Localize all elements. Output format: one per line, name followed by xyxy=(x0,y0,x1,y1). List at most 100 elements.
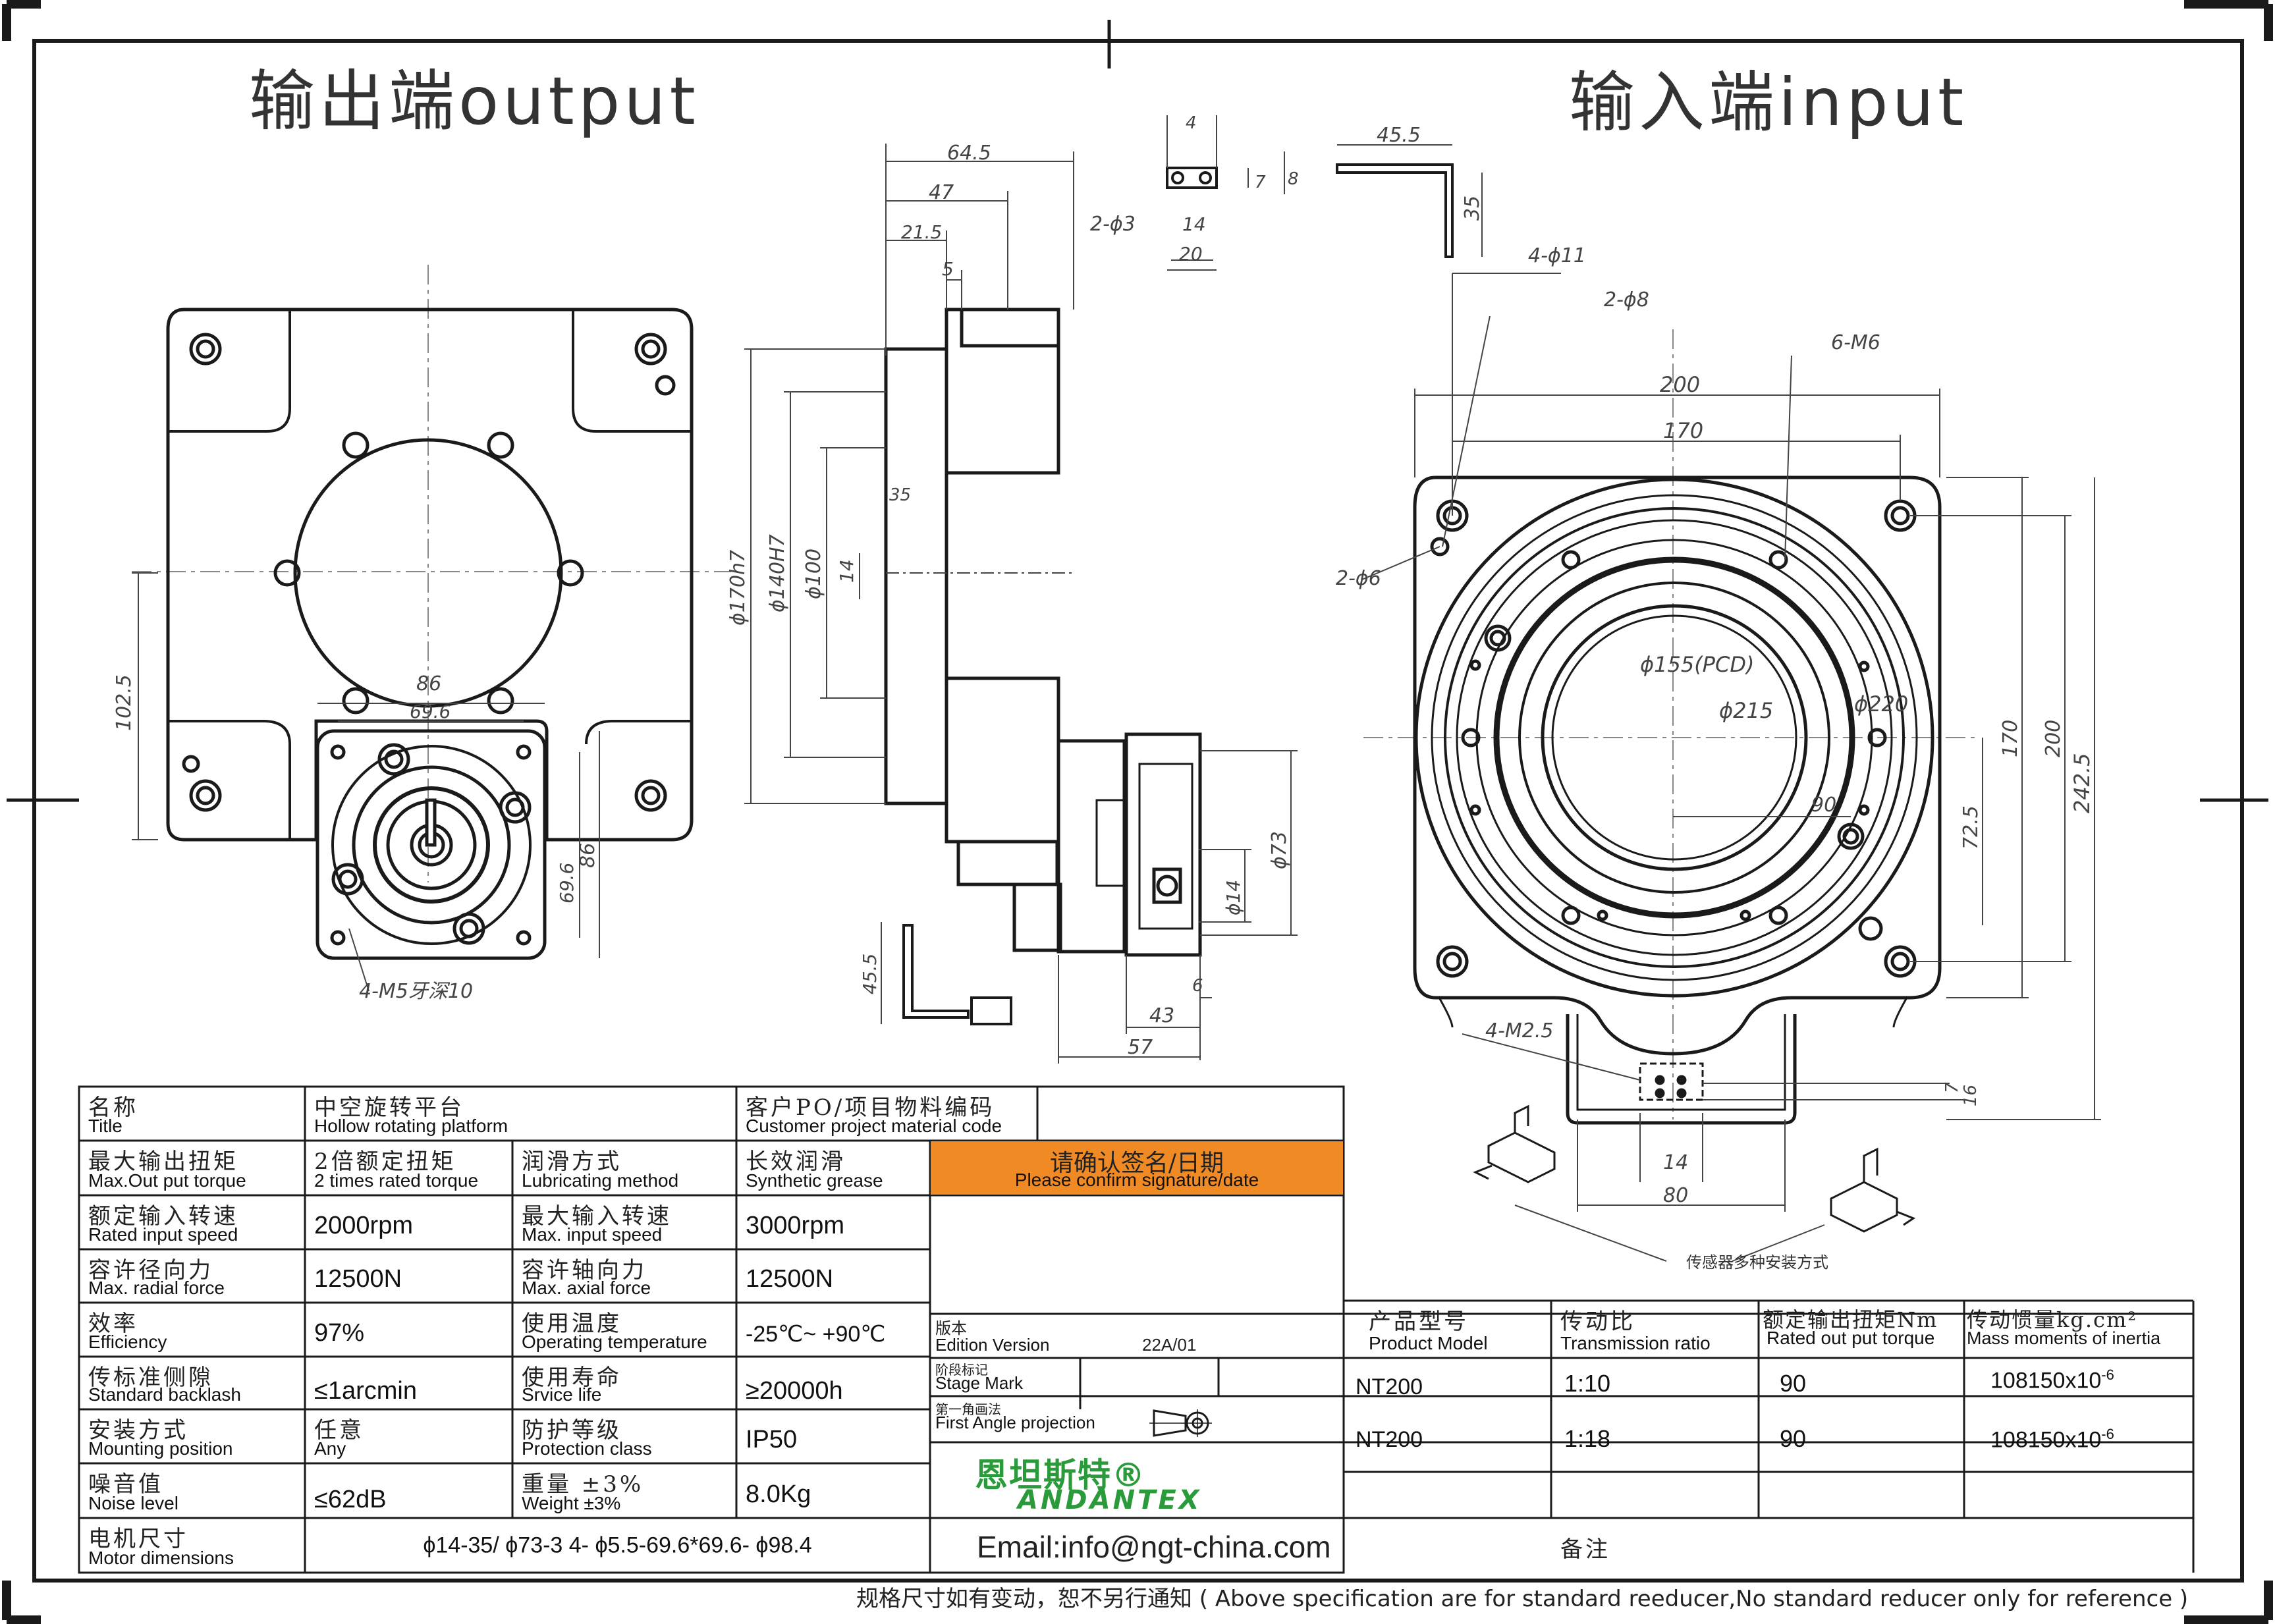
dim-64-5: 64.5 xyxy=(947,142,991,165)
title-value-cell: 中空旋转平台 Hollow rotating platform xyxy=(305,1087,736,1141)
rated-torque-header-cn: 额定输出扭矩Nm xyxy=(1763,1307,1938,1332)
axial-force-value: 12500N xyxy=(746,1265,834,1293)
mounting-en: Mounting position xyxy=(88,1438,233,1459)
dim-phi100: ϕ100 xyxy=(802,549,825,599)
dim-4-phi11: 4-ϕ11 xyxy=(1528,244,1586,267)
weight-value-cell: 8.0Kg xyxy=(736,1463,930,1518)
customer-code-label-cell: 客户PO/项目物料编码 Customer project material co… xyxy=(736,1087,1037,1141)
footnote: 规格尺寸如有变动，恕不另行通知 ( Above specification ar… xyxy=(856,1586,2189,1612)
bracket-dimensions xyxy=(1166,115,1483,271)
dim-200-v: 200 xyxy=(2042,720,2065,757)
confirm-signature-en: Please confirm signature/date xyxy=(1014,1170,1259,1190)
motor-dim-value-cell: ϕ14-35/ ϕ73-3 4- ϕ5.5-69.6*69.6- ϕ98.4 xyxy=(305,1518,930,1573)
dim-86: 86 xyxy=(416,672,441,695)
ratio-header-cn: 传动比 xyxy=(1560,1309,1635,1335)
title-value-cn: 中空旋转平台 xyxy=(314,1095,464,1121)
radial-force-en: Max. radial force xyxy=(88,1278,225,1298)
max-torque-label-cell: 最大输出扭矩 Max.Out put torque xyxy=(79,1141,305,1195)
title-label-en: Title xyxy=(88,1116,123,1136)
customer-code-input[interactable] xyxy=(1037,1087,1344,1141)
side-view xyxy=(884,308,1202,957)
motor-dim-value: ϕ14-35/ ϕ73-3 4- ϕ5.5-69.6*69.6- ϕ98.4 xyxy=(423,1532,812,1557)
product-row-1-inertia-exp: -6 xyxy=(2101,1366,2114,1383)
dim-21-5: 21.5 xyxy=(901,221,942,243)
temperature-cn: 使用温度 xyxy=(522,1311,622,1337)
max-speed-label-cell: 最大输入转速 Max. input speed xyxy=(512,1195,736,1249)
model-header: 产品型号 Product Model xyxy=(1344,1301,1551,1358)
backlash-cn: 传标准侧隙 xyxy=(88,1365,213,1391)
dim-phi140h7: ϕ140H7 xyxy=(766,534,789,612)
inertia-header: 传动惯量kg.cm² Mass moments of inertia xyxy=(1964,1301,2193,1358)
inertia-header-en: Mass moments of inertia xyxy=(1967,1328,2161,1348)
dim-170-v: 170 xyxy=(1999,720,2022,757)
title-value-en: Hollow rotating platform xyxy=(314,1116,508,1136)
dim-2-phi6: 2-ϕ6 xyxy=(1336,567,1381,590)
motor-dim-en: Motor dimensions xyxy=(88,1548,234,1568)
dim-phi215: ϕ215 xyxy=(1719,698,1773,723)
dim-86-v: 86 xyxy=(576,843,599,868)
axial-force-value-cell: 12500N xyxy=(736,1249,930,1303)
max-speed-cn: 最大输入转速 xyxy=(522,1203,672,1230)
signature-area[interactable] xyxy=(930,1195,1344,1314)
mounting-cn: 安装方式 xyxy=(88,1417,188,1444)
product-row-2-model-text: NT200 xyxy=(1356,1427,1423,1452)
rated-speed-value: 2000rpm xyxy=(314,1212,413,1239)
product-row-2-inertia: 108150x10-6 xyxy=(1964,1409,2193,1463)
dim-45-5-lower: 45.5 xyxy=(859,954,881,994)
lubrication-value-cell: 长效润滑 Synthetic grease xyxy=(736,1141,930,1195)
input-dimension-text: 200 170 4-ϕ11 2-ϕ8 6-M6 2-ϕ6 ϕ155(PCD) ϕ… xyxy=(1336,244,2095,1272)
input-title: 输入端input xyxy=(1569,64,1968,141)
axial-force-cn: 容许轴向力 xyxy=(522,1257,647,1284)
product-row-2-inertia-exp: -6 xyxy=(2101,1425,2114,1442)
max-torque-value-cell: 2倍额定扭矩 2 times rated torque xyxy=(305,1141,512,1195)
rated-speed-label-cell: 额定输入转速 Rated input speed xyxy=(79,1195,305,1249)
bracket-detail-top xyxy=(902,163,1454,1025)
dim-47: 47 xyxy=(929,181,954,204)
lubrication-cn: 润滑方式 xyxy=(522,1149,622,1175)
radial-force-value: 12500N xyxy=(314,1265,402,1293)
dim-phi170h7: ϕ170h7 xyxy=(726,550,750,626)
noise-value: ≤62dB xyxy=(314,1486,387,1513)
confirm-signature-header: 请确认签名/日期 Please confirm signature/date xyxy=(931,1141,1343,1195)
stage-mark-cell: 阶段标记 Stage Mark xyxy=(930,1358,1080,1396)
input-view xyxy=(1363,329,1976,1125)
customer-code-cn: 客户PO/项目物料编码 xyxy=(746,1095,995,1121)
title-label-cn: 名称 xyxy=(88,1095,138,1121)
service-life-label-cell: 使用寿命 Srvice life xyxy=(512,1357,736,1409)
noise-en: Noise level xyxy=(88,1493,178,1513)
sensor-isos xyxy=(1473,1104,1916,1233)
dim-2-phi8: 2-ϕ8 xyxy=(1604,288,1649,311)
max-speed-value-cell: 3000rpm xyxy=(736,1195,930,1249)
dim-242-5: 242.5 xyxy=(2069,753,2095,813)
output-title: 输出端output xyxy=(249,63,699,140)
service-life-cn: 使用寿命 xyxy=(522,1365,622,1391)
dim-170: 170 xyxy=(1663,418,1703,443)
protection-en: Protection class xyxy=(522,1438,652,1459)
dim-phi14: ϕ14 xyxy=(1222,880,1244,915)
brand-logo-en: ANDANTEX xyxy=(1018,1485,1202,1515)
rated-speed-cn: 额定输入转速 xyxy=(88,1203,238,1230)
edition-cn: 版本 xyxy=(935,1319,967,1338)
side-dimensions xyxy=(744,144,1298,1064)
product-row-1-torque: 90 xyxy=(1759,1358,1964,1409)
product-row-2-model: NT200 xyxy=(1344,1409,1551,1463)
dim-80: 80 xyxy=(1663,1184,1688,1207)
noise-value-cell: ≤62dB xyxy=(305,1463,512,1518)
projection-en: First Angle projection xyxy=(935,1413,1095,1432)
product-row-1-inertia-base: 108150x10 xyxy=(1990,1368,2102,1393)
dim-35-side: 35 xyxy=(889,485,911,505)
product-row-2-torque: 90 xyxy=(1759,1409,1964,1463)
dim-m5: 4-M5牙深10 xyxy=(359,980,473,1003)
dim-14-side: 14 xyxy=(836,559,858,583)
noise-cn: 噪音值 xyxy=(88,1471,163,1498)
contact-email[interactable]: Email:info@ngt-china.com xyxy=(977,1530,1331,1564)
service-life-value: ≥20000h xyxy=(746,1377,843,1405)
first-angle-projection-icon xyxy=(1149,1409,1212,1437)
efficiency-cn: 效率 xyxy=(88,1311,138,1337)
efficiency-value-cell: 97% xyxy=(305,1303,512,1357)
dim-45-5-top: 45.5 xyxy=(1377,124,1421,147)
weight-en: Weight ±3% xyxy=(522,1493,621,1513)
projection-cn: 第一角画法 xyxy=(935,1401,1001,1417)
